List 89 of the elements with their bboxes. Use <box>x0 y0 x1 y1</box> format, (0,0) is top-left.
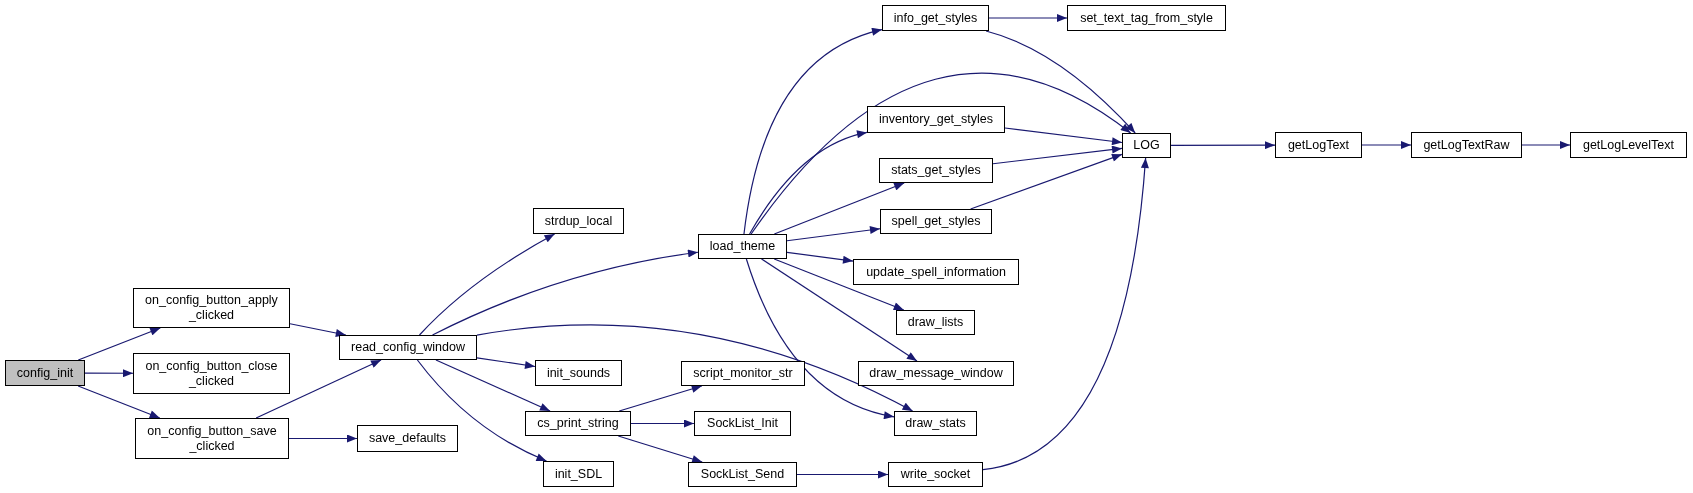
arrow <box>745 258 895 419</box>
function-name: cs_print_string <box>537 416 619 431</box>
function-box <box>888 462 983 487</box>
function-box <box>133 353 290 394</box>
function-name: LOG <box>1133 138 1160 153</box>
arrow <box>982 157 1149 471</box>
function-name: strdup_local <box>544 213 613 229</box>
arrow <box>988 14 1068 22</box>
arrow <box>418 233 556 336</box>
arrow <box>750 73 1132 235</box>
function-box <box>882 5 989 31</box>
arrow <box>416 359 548 462</box>
function-box <box>879 158 993 183</box>
function-box <box>896 310 975 335</box>
arrow <box>289 323 347 337</box>
function-name: update_spell_information <box>866 264 1006 280</box>
arrow <box>786 251 854 264</box>
arrow <box>1170 141 1276 150</box>
function-box <box>867 106 1005 133</box>
arrow <box>1361 141 1412 149</box>
function-box <box>1275 132 1362 158</box>
arrow <box>288 434 358 443</box>
function-name: read_config_window <box>351 340 465 355</box>
function-name: getLogTextRaw <box>1423 137 1510 153</box>
function-name: save_defaults <box>368 431 447 446</box>
function-box <box>681 361 805 386</box>
function-box <box>543 461 614 487</box>
arrow <box>773 182 905 235</box>
function-name: init_sounds <box>546 365 611 381</box>
function-box <box>525 411 631 436</box>
arrow <box>435 359 551 412</box>
function-box <box>858 361 1014 386</box>
function-name: script_monitor_str <box>693 366 793 381</box>
function-box <box>535 360 622 386</box>
function-name: on_config_button_apply _clicked <box>144 293 279 323</box>
function-name: spell_get_styles <box>891 214 981 229</box>
function-box <box>1570 132 1687 158</box>
function-name: SockList_Send <box>700 467 785 482</box>
function-box <box>894 411 977 436</box>
function-box <box>1067 5 1226 31</box>
arrow <box>773 258 905 311</box>
function-box <box>357 425 458 452</box>
function-name: getLogLevelText <box>1582 137 1674 153</box>
function-box <box>533 208 624 234</box>
arrow <box>84 369 134 378</box>
function-box <box>133 288 290 328</box>
arrow <box>617 435 703 463</box>
arrow <box>630 419 695 428</box>
arrow <box>749 130 868 235</box>
function-box <box>880 209 992 234</box>
function-name: on_config_button_close _clicked <box>144 358 279 389</box>
function-box <box>698 234 787 259</box>
function-name: config_init <box>16 365 74 381</box>
arrow <box>1004 127 1123 146</box>
arrow <box>786 226 881 242</box>
arrow <box>431 249 699 336</box>
function-name: set_text_tag_from_style <box>1080 10 1213 26</box>
function-name: stats_get_styles <box>891 163 981 178</box>
function-box <box>135 418 289 459</box>
arrow <box>1521 141 1571 149</box>
function-name: draw_message_window <box>869 366 1003 381</box>
arrow <box>618 385 703 412</box>
function-box <box>688 462 797 487</box>
function-box <box>1411 132 1522 158</box>
arrow <box>760 258 918 362</box>
arrow <box>796 470 889 479</box>
function-name: draw_stats <box>905 416 966 431</box>
function-box <box>853 259 1019 285</box>
function-box <box>5 360 85 386</box>
function-name: init_SDL <box>554 466 603 482</box>
function-name: SockList_Init <box>707 416 778 431</box>
arrow <box>77 327 161 361</box>
function-name: draw_lists <box>907 315 964 330</box>
arrow <box>992 145 1123 165</box>
function-name: on_config_button_save _clicked <box>146 423 278 454</box>
arrow <box>970 153 1123 210</box>
arrow <box>985 30 1136 134</box>
function-box <box>339 335 477 360</box>
function-name: load_theme <box>709 239 776 254</box>
function-name: inventory_get_styles <box>879 112 993 127</box>
function-name: write_socket <box>900 467 971 482</box>
function-name: getLogText <box>1287 137 1350 153</box>
arrow <box>476 324 914 412</box>
arrow <box>77 385 161 419</box>
arrow <box>743 28 883 235</box>
function-box <box>1122 133 1171 158</box>
function-name: info_get_styles <box>893 10 978 26</box>
arrow <box>476 357 536 369</box>
function-box <box>694 411 791 436</box>
